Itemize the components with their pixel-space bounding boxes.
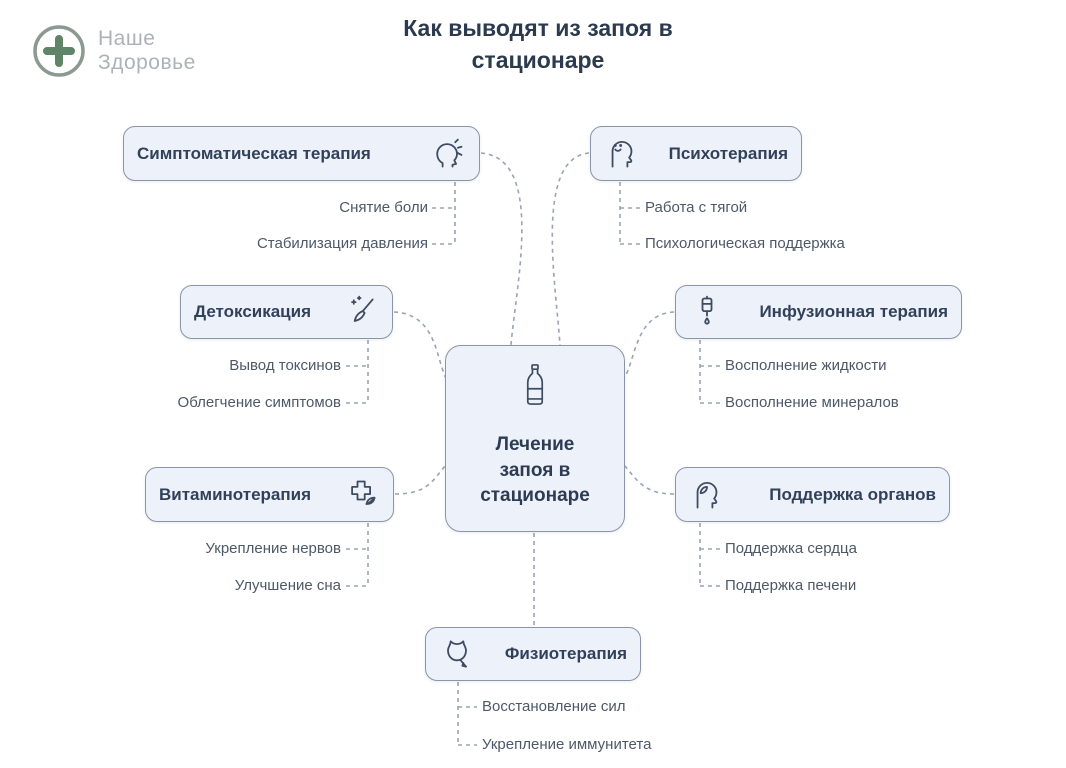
node-detox: Детоксикация <box>180 285 393 339</box>
brand-name: Наше Здоровье <box>98 27 196 75</box>
node-label: Физиотерапия <box>504 644 627 663</box>
sub-item: Восстановление сил <box>482 698 626 715</box>
cross-leaf-icon <box>344 477 380 513</box>
sub-item: Укрепление нервов <box>205 540 341 557</box>
center-node-label: Лечение запоя в стационаре <box>480 434 590 507</box>
champagne-bottle-icon <box>518 362 552 424</box>
node-physiotherapy: Физиотерапия <box>425 627 641 681</box>
sub-item: Вывод токсинов <box>229 357 341 374</box>
node-psychotherapy: Психотерапия <box>590 126 802 181</box>
sub-item: Стабилизация давления <box>256 235 428 252</box>
node-label: Поддержка органов <box>769 484 936 504</box>
brand-name-line2: Здоровье <box>98 51 196 74</box>
node-infusion-therapy: Инфузионная терапия <box>675 285 962 339</box>
node-label: Психотерапия <box>668 143 788 163</box>
sub-item: Восполнение минералов <box>725 394 899 411</box>
sub-item: Восполнение жидкости <box>725 357 887 374</box>
physiotherapy-icon <box>439 636 475 672</box>
headache-icon <box>430 136 466 172</box>
head-smile-icon <box>604 136 640 172</box>
sub-item: Облегчение симптомов <box>177 394 341 411</box>
iv-drip-icon <box>689 294 725 330</box>
sub-item: Поддержка печени <box>725 577 857 594</box>
brand-name-line1: Наше <box>98 26 156 50</box>
sub-item: Поддержка сердца <box>725 540 857 557</box>
broom-sparkle-icon <box>343 294 379 330</box>
node-vitamin-therapy: Витаминотерапия <box>145 467 394 522</box>
sub-item: Работа с тягой <box>645 199 748 216</box>
brand-logo: Наше Здоровье <box>30 22 196 80</box>
medical-cross-icon <box>30 22 88 80</box>
head-leaf-icon <box>689 477 725 513</box>
sub-item: Психологическая поддержка <box>645 235 845 252</box>
sub-item: Снятие боли <box>339 199 428 216</box>
node-label: Симптоматическая терапия <box>137 143 371 163</box>
node-label: Витаминотерапия <box>159 484 312 504</box>
node-symptomatic-therapy: Симптоматическая терапия <box>123 126 480 181</box>
center-node-treatment: Лечение запоя в стационаре <box>445 345 625 532</box>
node-label: Детоксикация <box>194 302 312 321</box>
page-title: Как выводят из запоя в стационаре <box>403 15 673 74</box>
sub-item: Укрепление иммунитета <box>482 736 652 753</box>
node-label: Инфузионная терапия <box>759 302 948 321</box>
sub-item: Улучшение сна <box>234 577 341 594</box>
node-organ-support: Поддержка органов <box>675 467 950 522</box>
